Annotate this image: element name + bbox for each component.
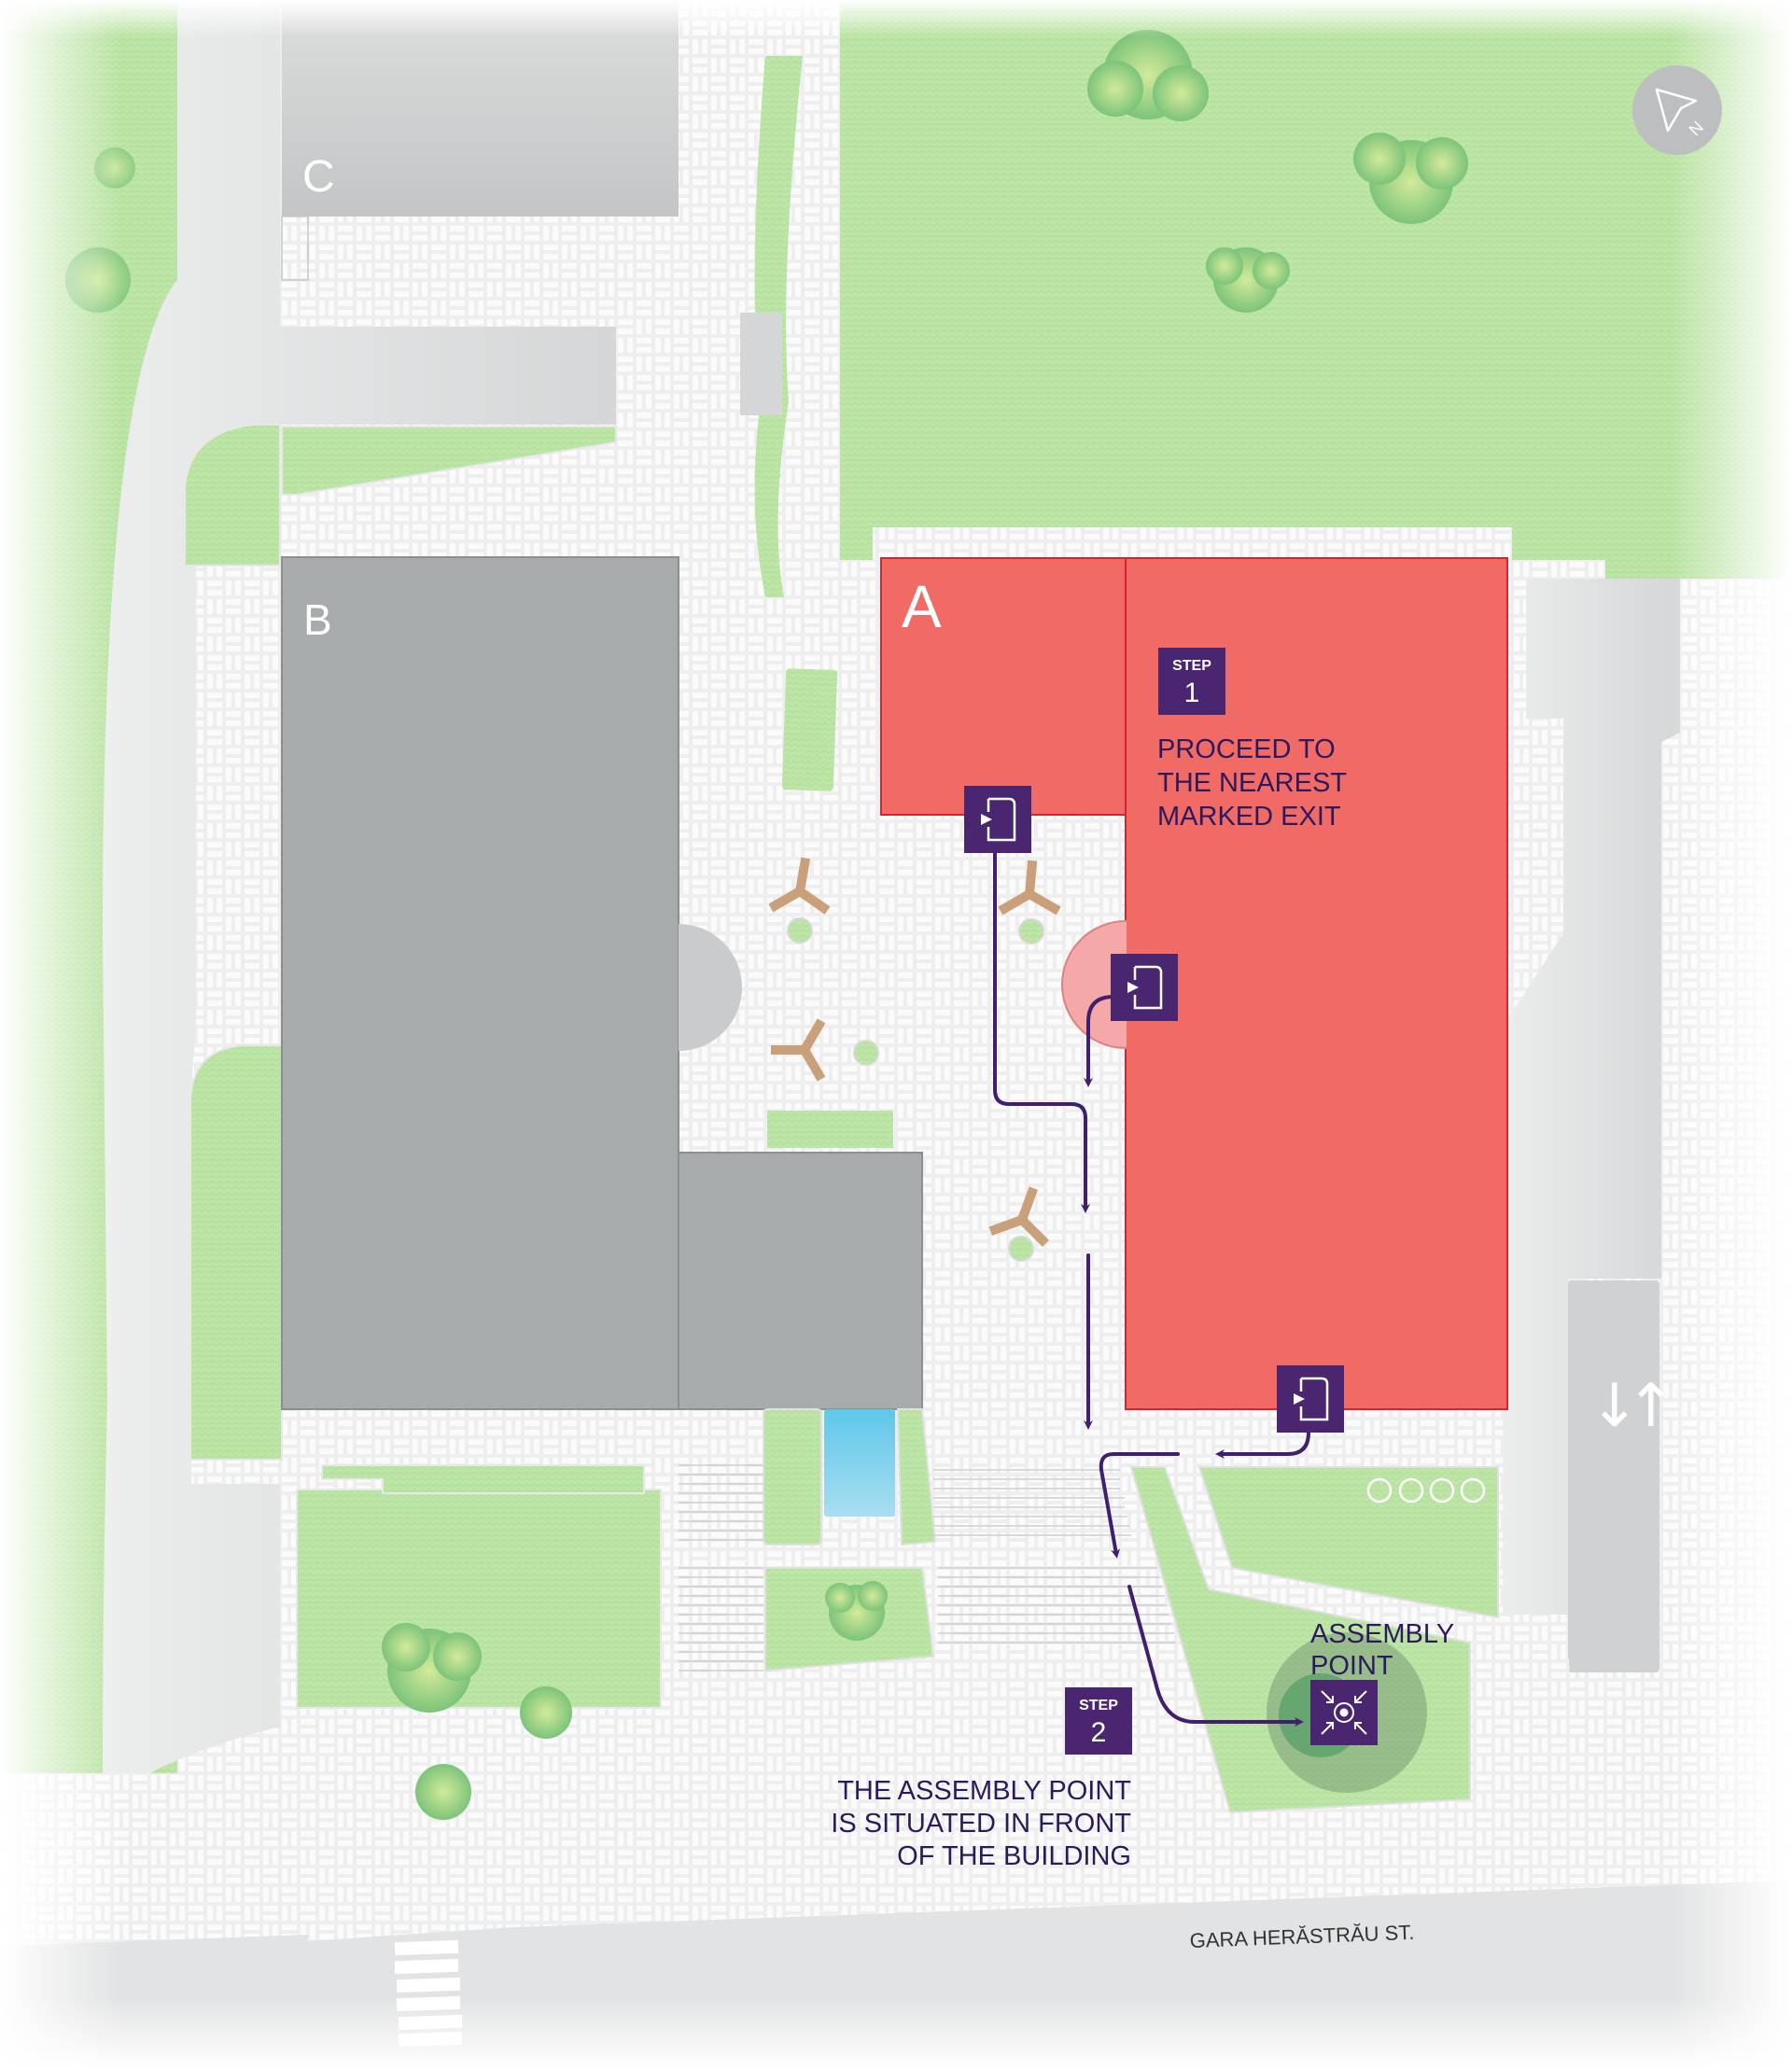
route-middle-exit	[1084, 995, 1115, 1087]
water-feature	[824, 1409, 895, 1517]
building-c-label: C	[302, 152, 335, 202]
assembly-point-marker[interactable]	[1310, 1680, 1378, 1745]
route-to-assembly	[1127, 1585, 1304, 1727]
parking-stub	[740, 313, 782, 415]
svg-text:2: 2	[1091, 1717, 1107, 1748]
fade-right	[1671, 0, 1792, 2070]
exit-door-icon	[1127, 965, 1163, 1010]
bench-4	[988, 1186, 1049, 1247]
bollard-2	[1398, 1477, 1424, 1504]
north-arrow-icon	[1655, 88, 1698, 133]
svg-text:STEP: STEP	[1172, 658, 1211, 674]
exit-door-icon	[981, 797, 1016, 842]
road-west	[103, 0, 616, 1773]
fade-top	[0, 0, 1792, 37]
step-2-line-2: IS SITUATED IN FRONT	[831, 1809, 1131, 1839]
planter-left	[763, 1408, 822, 1546]
tree-pit-4	[1008, 1236, 1034, 1262]
green-bed-east	[1197, 1466, 1499, 1619]
tree-8	[415, 1764, 471, 1820]
tree-pit-3	[853, 1040, 879, 1066]
tree-3	[1206, 247, 1290, 313]
svg-text:1: 1	[1184, 678, 1200, 708]
road-east	[1503, 579, 1680, 1615]
green-pedestal-1	[781, 668, 838, 791]
assembly-label-line-1: ASSEMBLY	[1310, 1619, 1454, 1649]
road-east-lane	[1568, 1280, 1659, 1672]
planter-right	[896, 1408, 937, 1546]
exit-west[interactable]	[964, 786, 1031, 853]
bench-1	[768, 857, 831, 915]
svg-text:STEP: STEP	[1079, 1698, 1118, 1713]
road-arrow-down: ↓	[1589, 1372, 1640, 1441]
road-arrow-up: ↑	[1626, 1372, 1676, 1441]
stairs-south	[679, 1464, 1176, 1671]
step-2-line-1: THE ASSEMBLY POINT	[837, 1776, 1131, 1806]
park-southwest	[296, 1489, 662, 1709]
exit-door-icon	[1294, 1377, 1329, 1421]
tree-pit-1	[787, 917, 813, 944]
green-wedge-north	[281, 426, 617, 496]
exit-south[interactable]	[1277, 1365, 1344, 1433]
tree-9	[825, 1581, 888, 1641]
step-1-line-1: PROCEED TO	[1157, 734, 1336, 764]
green-strip-south	[321, 1464, 645, 1494]
tree-2	[1353, 133, 1468, 224]
route-south-exit	[1215, 1431, 1310, 1459]
green-planter-plaza	[767, 1111, 893, 1148]
step-1-badge: STEP 1	[1158, 648, 1225, 715]
park-north	[840, 0, 1792, 579]
route-west-exit	[993, 847, 1090, 1213]
tree-6	[382, 1623, 482, 1713]
fade-bottom	[0, 1997, 1792, 2070]
tree-pit-2	[1018, 918, 1044, 944]
step-2-line-3: OF THE BUILDING	[897, 1841, 1131, 1871]
bollard-1	[1366, 1477, 1393, 1504]
route-south-connector	[1099, 1452, 1180, 1559]
building-a-main-cover	[1127, 919, 1506, 1050]
building-a-label: A	[902, 573, 942, 640]
stairs-c	[281, 216, 309, 281]
compass[interactable]: N	[1632, 65, 1722, 155]
evacuation-routes	[993, 847, 1310, 1727]
tree-1	[1087, 30, 1209, 121]
assembly-label-line-2: POINT	[1310, 1651, 1393, 1681]
building-b-label: B	[303, 595, 332, 644]
bench-3	[771, 1018, 826, 1082]
step-2-badge: STEP 2	[1065, 1687, 1132, 1755]
tree-7	[520, 1686, 572, 1739]
bench-2	[998, 860, 1061, 916]
step-1-line-3: MARKED EXIT	[1157, 802, 1341, 832]
bollard-4	[1460, 1477, 1486, 1504]
green-strip-west-lower	[189, 1044, 283, 1461]
step-1-line-2: THE NEAREST	[1157, 768, 1347, 798]
exit-middle[interactable]	[1111, 954, 1178, 1021]
building-b-rotunda	[679, 924, 742, 1051]
bollard-3	[1429, 1477, 1455, 1504]
assembly-point-icon	[1321, 1690, 1367, 1735]
fade-left	[0, 0, 121, 2070]
building-b	[281, 556, 923, 1410]
green-corner-nw	[184, 424, 281, 566]
